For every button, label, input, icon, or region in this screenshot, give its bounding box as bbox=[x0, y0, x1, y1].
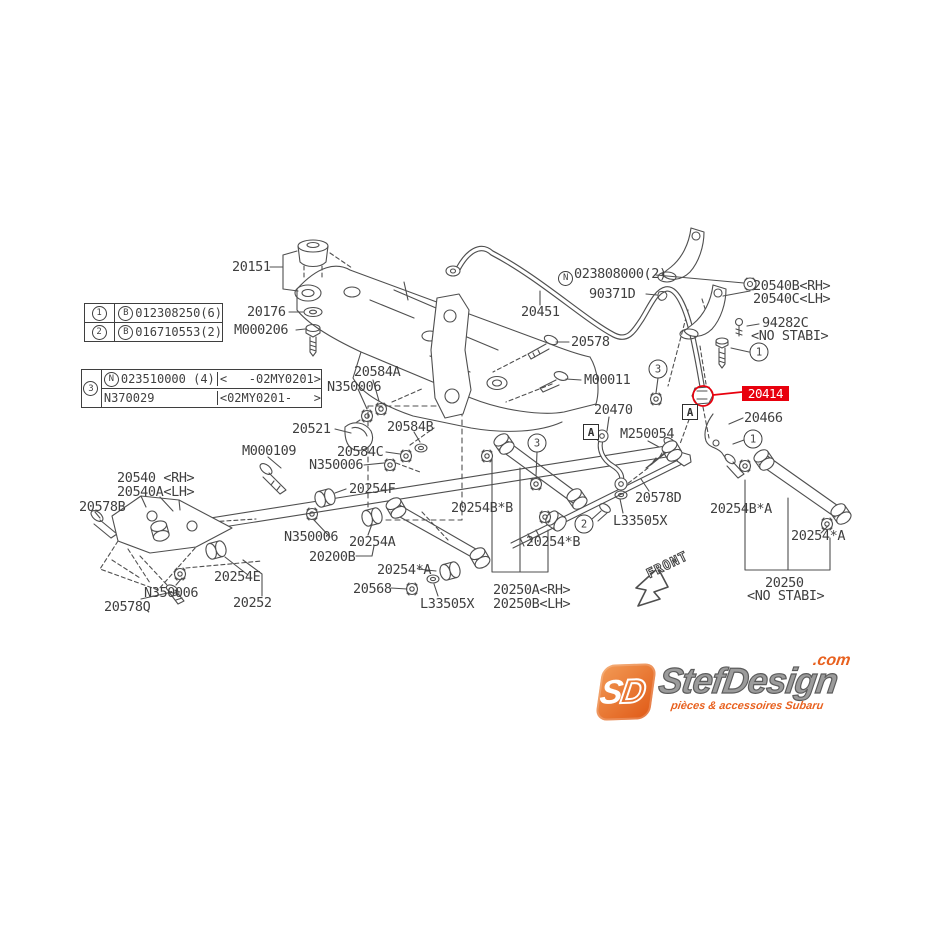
part-code: 016710553(2) bbox=[135, 325, 222, 339]
detail-marker-a: A bbox=[583, 424, 599, 440]
part-label-l33505x: L33505X bbox=[420, 596, 475, 612]
callout-circle-1: 1 bbox=[749, 342, 769, 362]
part-label-20252: 20252 bbox=[233, 595, 272, 611]
part-label-20584b: 20584B bbox=[387, 419, 434, 435]
part-label-n350006: N350006 bbox=[327, 379, 382, 395]
logo-tagline: pièces & accessoires Subaru bbox=[670, 700, 825, 712]
part-label-n350006: N350006 bbox=[309, 457, 364, 473]
model-year-range: < -02MY0201> bbox=[216, 372, 321, 386]
part-label-20250a-rh: 20250A<RH> bbox=[493, 582, 571, 598]
callout-circle-3: 3 bbox=[648, 359, 668, 379]
part-label-l33505x: L33505X bbox=[613, 513, 668, 529]
part-label-20578d: 20578D bbox=[635, 490, 682, 506]
part-label-20568: 20568 bbox=[353, 581, 392, 597]
part-label-20578: 20578 bbox=[571, 334, 610, 350]
part-label-94282c: 94282C bbox=[762, 315, 809, 331]
circled-letter: B bbox=[118, 305, 134, 321]
part-label-20176: 20176 bbox=[247, 304, 286, 320]
part-label-20254a: 20254A bbox=[349, 534, 396, 550]
callout-circle-3: 3 bbox=[527, 433, 547, 453]
part-label-90371d: 90371D bbox=[589, 286, 636, 302]
logo-tld-text: .com bbox=[811, 652, 852, 669]
part-label-20254e: 20254E bbox=[214, 569, 261, 585]
part-label-no-stabi: <NO STABI> bbox=[751, 328, 829, 344]
part-label-20254-a: 20254*A bbox=[791, 528, 846, 544]
part-label-20540-rh: 20540 <RH> bbox=[117, 470, 195, 486]
circled-letter: B bbox=[118, 324, 134, 340]
part-label-20584c: 20584C bbox=[337, 444, 384, 460]
legend-row: N370029 <02MY0201- > bbox=[101, 388, 321, 407]
part-label-20540b-rh: 20540B<RH> bbox=[753, 278, 831, 294]
part-code: 023510000 (4) bbox=[120, 372, 215, 386]
circled-number: 3 bbox=[83, 381, 99, 396]
part-label-m000206: M000206 bbox=[234, 322, 289, 338]
part-label-20254f: 20254F bbox=[349, 481, 396, 497]
stefdesign-logo-icon: SD bbox=[594, 663, 658, 721]
circled-letter: N bbox=[103, 371, 119, 387]
circled-letter: N bbox=[558, 271, 573, 286]
callout-circle-1: 1 bbox=[743, 429, 763, 449]
front-arrow-icon bbox=[635, 567, 669, 607]
highlighted-part-label[interactable]: 20414 bbox=[742, 386, 789, 401]
part-label-20578b: 20578B bbox=[79, 499, 126, 515]
part-label-m00011: M00011 bbox=[584, 372, 631, 388]
part-label-20540a-lh: 20540A<LH> bbox=[117, 484, 195, 500]
highlight-circle bbox=[692, 385, 743, 407]
part-label-20466: 20466 bbox=[744, 410, 783, 426]
part-code: 012308250(6) bbox=[135, 306, 222, 320]
part-label-20250b-lh: 20250B<LH> bbox=[493, 596, 571, 612]
part-label-20250: 20250 bbox=[765, 575, 804, 591]
part-label-20200b: 20200B bbox=[309, 549, 356, 565]
part-label-20254-b: 20254*B bbox=[526, 534, 581, 550]
model-year-range: <02MY0201- > bbox=[216, 391, 321, 405]
part-label-20451: 20451 bbox=[521, 304, 560, 320]
part-label-m000109: M000109 bbox=[242, 443, 297, 459]
part-label-20254b-b: 20254B*B bbox=[451, 500, 513, 516]
detail-marker-a: A bbox=[682, 404, 698, 420]
stefdesign-logo: SD StefDesign .com pièces & accessoires … bbox=[594, 652, 882, 738]
part-label-no-stabi: <NO STABI> bbox=[747, 588, 825, 604]
part-label-20470: 20470 bbox=[594, 402, 633, 418]
circled-number: 2 bbox=[91, 324, 107, 340]
part-label-20521: 20521 bbox=[292, 421, 331, 437]
part-label-20540c-lh: 20540C<LH> bbox=[753, 291, 831, 307]
part-label-n350006: N350006 bbox=[284, 529, 339, 545]
callout-circle-2: 2 bbox=[574, 514, 594, 534]
part-label-20254b-a: 20254B*A bbox=[710, 501, 772, 517]
part-code: N370029 bbox=[103, 391, 155, 405]
circled-number: 1 bbox=[91, 305, 107, 321]
part-label-20578q: 20578Q bbox=[104, 599, 151, 615]
part-label-20584a: 20584A bbox=[354, 364, 401, 380]
part-label-20254-a: 20254*A bbox=[377, 562, 432, 578]
part-label-m250054: M250054 bbox=[620, 426, 675, 442]
part-label-n350006: N350006 bbox=[144, 585, 199, 601]
part-label-20151: 20151 bbox=[232, 259, 271, 275]
